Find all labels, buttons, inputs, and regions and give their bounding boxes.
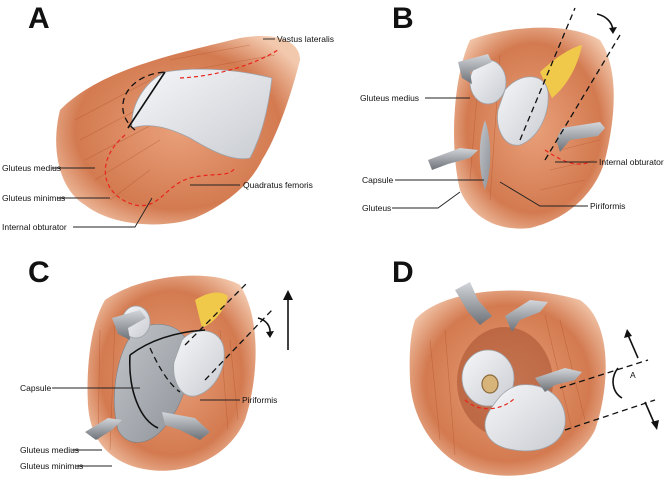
panel-a-label-quadratus-femoris: Quadratus femoris: [243, 180, 313, 190]
panel-a-label-internal-obturator: Internal obturator: [2, 222, 67, 232]
panel-c-label-piriformis: Piriformis: [242, 395, 277, 405]
panel-c-label-capsule: Capsule: [20, 383, 51, 393]
panel-d-dashed-line-1: [559, 359, 649, 389]
panel-b-femur: [497, 76, 549, 146]
panel-d-muscle-fibers: [429, 314, 586, 456]
panel-c-traction-arrowhead: [283, 290, 293, 300]
panel-d-arrow-down-head: [651, 420, 659, 430]
panel-b-label-piriformis: Piriformis: [590, 201, 625, 211]
panel-c-letter: C: [28, 256, 50, 289]
panel-d-retractor-2: [505, 300, 548, 332]
panel-b-fat: [540, 45, 582, 98]
panel-c-rotation-arrow: [257, 317, 271, 335]
panel-d: D A: [392, 256, 659, 476]
panel-b-dashed-line-2: [544, 34, 621, 161]
panel-a-label-vastus-lateralis: Vastus lateralis: [277, 34, 334, 44]
panel-a-red-line-top: [179, 49, 279, 79]
panel-a-femur: [131, 68, 273, 160]
panel-d-arrow-up-head: [624, 329, 632, 338]
panel-b-retractor-2: [556, 122, 605, 152]
panel-a-label-gluteus-minimus: Gluteus minimus: [2, 193, 65, 203]
panel-c-muscle-fibers: [97, 319, 239, 451]
panel-c-label-gluteus-medius: Gluteus medius: [20, 445, 79, 455]
panel-c-dashed-line-1: [184, 281, 249, 346]
panel-a-trochanter-curve: [122, 71, 166, 131]
panel-d-letter: D: [392, 256, 414, 289]
panel-a-muscle-fibers: [74, 44, 276, 201]
panel-b-rotation-arrowhead: [609, 27, 617, 34]
panel-a-cut-line: [127, 71, 166, 129]
panel-d-retractor-3: [535, 368, 582, 392]
panel-a: A Vastus lateralis Gluteus medius Gluteu…: [2, 2, 334, 232]
panel-d-femur: [484, 384, 566, 452]
panel-a-lead-4: [73, 197, 153, 228]
panel-c: C Capsule Piriformis Gluteus medius Glut…: [20, 256, 293, 471]
panel-b-lead-5: [499, 181, 588, 207]
panel-c-capsule: [114, 323, 191, 443]
panel-d-retractor-1: [455, 282, 492, 325]
panel-d-ligamentum-fossa: [481, 374, 499, 394]
panel-b-rotation-arrow: [596, 13, 614, 31]
panel-d-rotation-arc: [612, 367, 623, 399]
panel-b-label-capsule: Capsule: [362, 175, 393, 185]
panel-b-label-gluteus: Gluteus: [362, 203, 391, 213]
panel-b-retractor-3: [428, 148, 478, 170]
panel-a-label-gluteus-medius: Gluteus medius: [2, 163, 61, 173]
panel-b-retractor-1: [458, 54, 492, 84]
panel-c-capsulotomy-line: [129, 329, 206, 429]
panel-b-capsule: [479, 120, 491, 190]
panel-d-dashed-line-2: [564, 399, 656, 431]
panel-d-arrow-up: [627, 334, 639, 359]
panel-b-label-gluteus-medius: Gluteus medius: [360, 93, 419, 103]
panel-c-rotation-arrowhead: [266, 331, 274, 338]
panel-b-label-internal-obturator: Internal obturator: [599, 157, 664, 167]
panel-b-letter: B: [392, 2, 414, 35]
panel-c-retractor-1: [112, 310, 146, 340]
panel-c-retractor-3: [162, 412, 210, 440]
panel-c-dashed-line-2: [204, 309, 273, 381]
panel-d-red-line: [464, 397, 516, 410]
panel-a-letter: A: [28, 2, 50, 35]
panel-b-muscle-fibers: [469, 54, 601, 201]
panel-c-label-gluteus-minimus: Gluteus minimus: [20, 461, 83, 471]
panel-c-retractor-2: [85, 418, 122, 440]
panel-b: B Gluteus medius Internal obturator Caps…: [360, 2, 664, 229]
panel-b-red-line: [544, 149, 591, 165]
panel-d-arrow-down: [644, 401, 656, 426]
panel-b-lead-4: [392, 191, 461, 209]
panel-d-label-a: A: [630, 370, 636, 380]
panel-c-femur: [173, 330, 225, 397]
panel-b-dashed-line-1: [519, 7, 576, 141]
panel-c-fat: [195, 292, 228, 328]
panel-c-capsule-flap-line: [149, 347, 181, 393]
